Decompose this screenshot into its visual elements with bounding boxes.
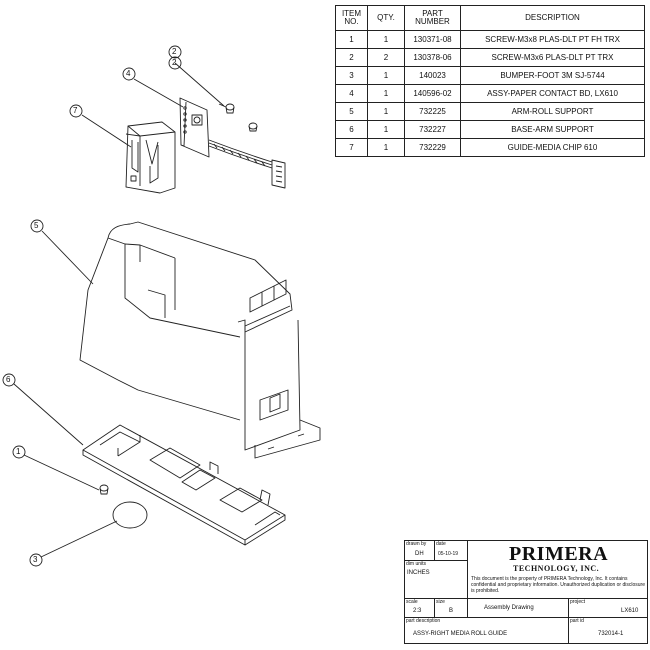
drawn-by-cell: drawn by DH — [404, 540, 435, 561]
bom-header-part-line2: NUMBER — [415, 17, 450, 26]
balloon-2: 2 — [172, 47, 177, 56]
bom-item: 7 — [335, 138, 368, 157]
balloon-5: 5 — [34, 221, 39, 230]
dim-units-cell: dim units INCHES — [404, 560, 468, 599]
bom-header-item-line2: NO. — [344, 17, 359, 26]
part-id-cell: part id 732014-1 — [568, 617, 648, 644]
project-label: project — [570, 599, 586, 605]
project-value: LX610 — [621, 608, 639, 614]
balloon-3: 3 — [33, 555, 38, 564]
balloon-2-second: 2 — [172, 58, 177, 67]
drawn-by-value: DH — [415, 551, 424, 557]
bom-table: ITEM NO. QTY. PART NUMBER DESCRIPTION 1 … — [335, 5, 645, 157]
bom-header-row: ITEM NO. QTY. PART NUMBER DESCRIPTION — [335, 5, 645, 31]
balloon-6: 6 — [6, 375, 11, 384]
bom-header-part-line1: PART — [422, 9, 443, 18]
date-value: 05-10-19 — [438, 551, 459, 557]
drawing-type-cell: Assembly Drawing — [467, 598, 569, 618]
date-label: date — [436, 541, 446, 547]
scale-label: scale — [406, 599, 418, 605]
bom-row: 7 1 732229 GUIDE-MEDIA CHIP 610 — [335, 138, 645, 157]
size-label: size — [436, 599, 445, 605]
bom-row: 6 1 732227 BASE-ARM SUPPORT — [335, 120, 645, 139]
size-value: B — [449, 608, 454, 614]
part-bumper-foot — [112, 501, 148, 529]
leader-lines — [13, 62, 225, 558]
balloons — [2, 45, 182, 567]
scale-cell: scale 2:3 — [404, 598, 435, 618]
bom-header-item: ITEM NO. — [335, 5, 368, 31]
part-paper-contact-board — [179, 97, 286, 189]
bom-row: 2 2 130378-06 SCREW-M3x6 PLAS-DLT PT TRX — [335, 48, 645, 67]
project-cell: project LX610 — [568, 598, 648, 618]
size-cell: size B — [434, 598, 468, 618]
part-guide-media-chip — [125, 121, 176, 194]
confidentiality-notice: This document is the property of PRIMERA… — [471, 576, 645, 594]
balloon-1: 1 — [16, 447, 21, 456]
date-cell: date 05-10-19 — [434, 540, 468, 561]
company-logo: PRIMERA — [509, 543, 609, 565]
drawing-type-value: Assembly Drawing — [484, 605, 534, 611]
balloon-4: 4 — [126, 69, 131, 78]
part-screws-m3x6 — [218, 103, 258, 132]
part-id-label: part id — [570, 618, 584, 624]
dim-units-label: dim units — [406, 561, 427, 567]
dim-units-value: INCHES — [407, 570, 430, 576]
part-description-value: ASSY-RIGHT MEDIA ROLL GUIDE — [413, 631, 508, 637]
balloon-7: 7 — [73, 106, 78, 115]
bom-desc: GUIDE-MEDIA CHIP 610 — [460, 138, 645, 157]
scale-value: 2:3 — [413, 608, 422, 614]
part-id-value: 732014-1 — [598, 631, 624, 637]
part-base-arm-support — [82, 424, 286, 546]
part-arm-roll-support — [79, 221, 321, 459]
bom-header-item-line1: ITEM — [341, 9, 362, 18]
part-description-label: part description — [406, 618, 441, 624]
company-logo-subtitle: TECHNOLOGY, INC. — [513, 564, 600, 573]
drawn-by-label: drawn by — [406, 541, 427, 547]
part-description-cell: part description ASSY-RIGHT MEDIA ROLL G… — [404, 617, 569, 644]
title-block: drawn by DH date 05-10-19 dim units INCH… — [404, 540, 648, 644]
part-screw-m3x8 — [99, 484, 109, 495]
